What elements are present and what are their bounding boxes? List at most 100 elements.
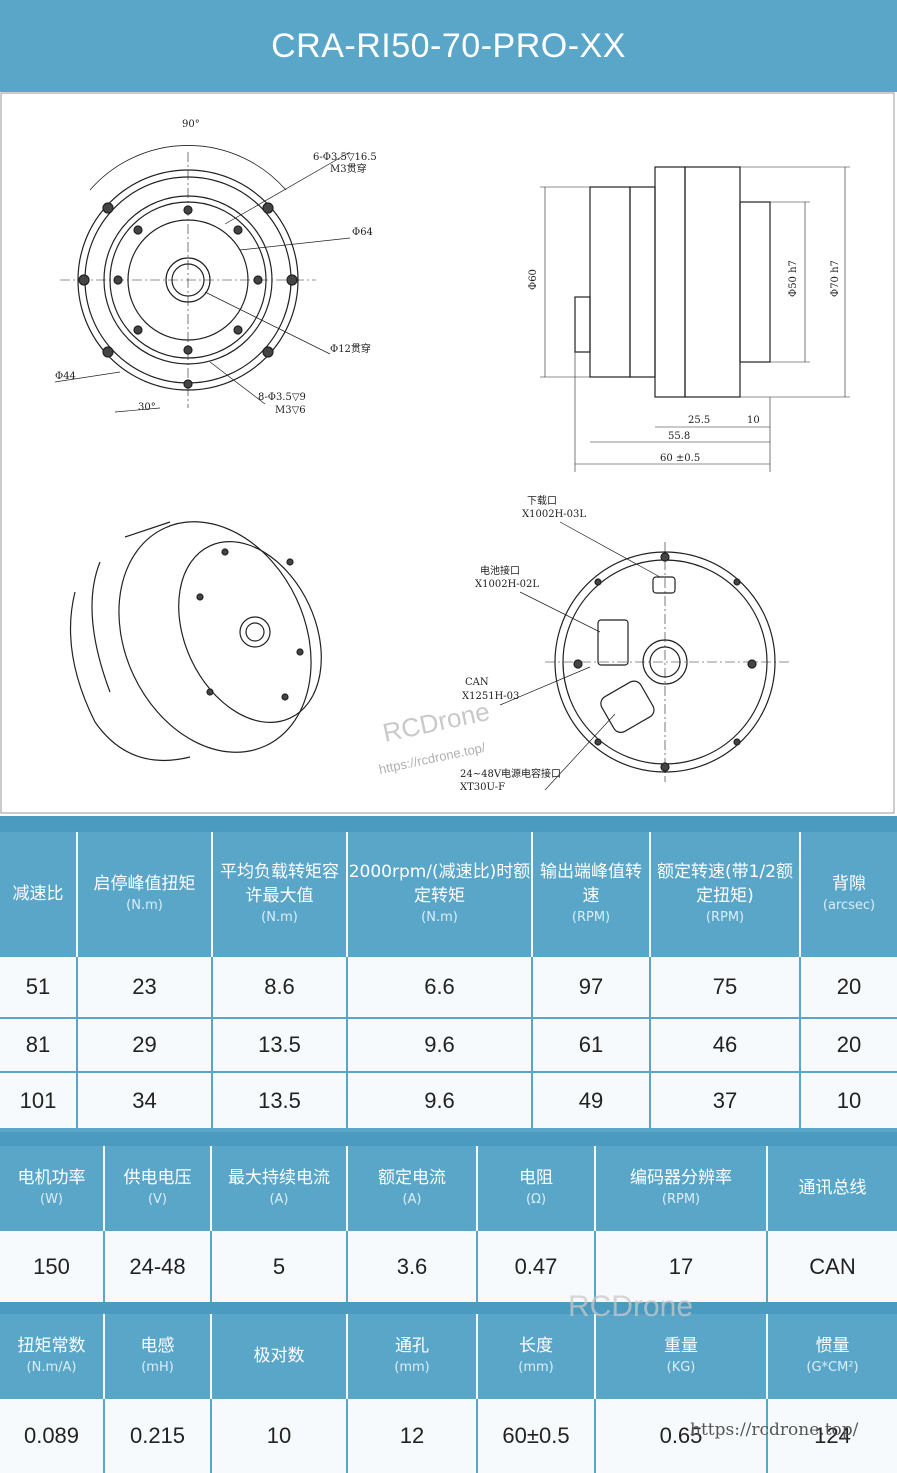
watermark-name: RCDrone — [380, 696, 492, 748]
table-cell: 124 — [767, 1397, 897, 1473]
can-part-label: X1251H-03 — [462, 691, 519, 702]
table-cell: 0.65 — [595, 1397, 768, 1473]
table-cell: 34 — [77, 1071, 213, 1128]
header-cell: 额定电流(A) — [347, 1146, 478, 1230]
table-cell: 12 — [347, 1397, 478, 1473]
table-cell: 0.089 — [0, 1397, 105, 1473]
header-cell: 电感(mH) — [104, 1314, 212, 1398]
page-title: CRA-RI50-70-PRO-XX — [0, 0, 897, 92]
table-cell: 10 — [211, 1397, 348, 1473]
header-cell: 额定转速(带1/2额定扭矩)(RPM) — [650, 832, 801, 956]
motor-spec-table: 电机功率(W) 供电电压(V) 最大持续电流(A) 额定电流(A) 电阻(Ω) … — [0, 1146, 897, 1302]
header-cell: 扭矩常数(N.m/A) — [0, 1314, 105, 1398]
table-cell: 51 — [0, 955, 78, 1018]
header-cell: 编码器分辨率(RPM) — [595, 1146, 768, 1230]
table-cell: 97 — [532, 955, 651, 1018]
dim-60-label: 60 ±0.5 — [660, 453, 700, 464]
dim-55-label: 55.8 — [668, 431, 690, 442]
dia-12-label: Φ12贯穿 — [330, 342, 371, 355]
table-cell: 81 — [0, 1017, 78, 1072]
holes-bottom-sub-label: M3▽6 — [275, 405, 306, 416]
table-header-row: 扭矩常数(N.m/A) 电感(mH) 极对数 通孔(mm) 长度(mm) 重量(… — [0, 1314, 897, 1398]
table-cell: 9.6 — [347, 1071, 533, 1128]
isometric-view — [69, 521, 322, 761]
header-cell: 电机功率(W) — [0, 1146, 105, 1230]
table-cell: 49 — [532, 1071, 651, 1128]
header-cell: 输出端峰值转速(RPM) — [532, 832, 651, 956]
table-cell: 17 — [595, 1229, 768, 1302]
front-view — [54, 145, 351, 413]
table-cell: 23 — [77, 955, 213, 1018]
header-cell: 极对数 — [211, 1314, 348, 1398]
angle-90-label: 90° — [182, 119, 200, 130]
header-cell: 背隙(arcsec) — [800, 832, 897, 956]
table-cell: 150 — [0, 1229, 105, 1302]
footer-watermark-name: RCDrone — [568, 1290, 694, 1323]
header-cell: 减速比 — [0, 832, 78, 956]
header-cell: 惯量(G*CM²) — [767, 1314, 897, 1398]
table-cell: 9.6 — [347, 1017, 533, 1072]
table-cell: 29 — [77, 1017, 213, 1072]
dim-25-label: 25.5 — [688, 415, 710, 426]
header-cell: 电阻(Ω) — [477, 1146, 596, 1230]
table-cell: 13.5 — [212, 1017, 348, 1072]
table-cell: 61 — [532, 1017, 651, 1072]
table-cell: 0.47 — [477, 1229, 596, 1302]
holes-top-label: 6-Φ3.5▽16.5 — [313, 152, 377, 163]
header-cell: 供电电压(V) — [104, 1146, 212, 1230]
gearbox-spec-table: 减速比 启停峰值扭矩(N.m) 平均负载转矩容许最大值(N.m) 2000rpm… — [0, 832, 897, 1128]
table-cell: 24-48 — [104, 1229, 212, 1302]
table-cell: CAN — [767, 1229, 897, 1302]
battery-port-label: 电池接口 — [480, 564, 520, 577]
separator-band — [0, 1302, 897, 1314]
table-cell: 8.6 — [212, 955, 348, 1018]
dia-60-label: Φ60 — [528, 269, 539, 290]
table-cell: 20 — [800, 955, 897, 1018]
can-label: CAN — [465, 677, 489, 688]
power-part-label: XT30U-F — [460, 782, 505, 793]
dia-70-label: Φ70 h7 — [830, 260, 841, 297]
table-cell: 20 — [800, 1017, 897, 1072]
power-port-label: 24~48V电源电容接口 — [460, 767, 561, 780]
header-cell: 最大持续电流(A) — [211, 1146, 348, 1230]
table-cell: 13.5 — [212, 1071, 348, 1128]
drawing-svg: 90° 6-Φ3.5▽16.5 M3贯穿 Φ64 Φ12贯穿 Φ44 30° 8… — [0, 92, 895, 814]
header-cell: 通讯总线 — [767, 1146, 897, 1230]
separator-band — [0, 1132, 897, 1146]
angle-30-label: 30° — [138, 402, 156, 413]
header-cell: 通孔(mm) — [347, 1314, 478, 1398]
table-cell: 37 — [650, 1071, 801, 1128]
table-cell: 60±0.5 — [477, 1397, 596, 1473]
side-view — [540, 166, 850, 472]
table-cell: 5 — [211, 1229, 348, 1302]
dia-44-label: Φ44 — [55, 371, 76, 382]
separator-band — [0, 816, 897, 832]
footer-watermark-url: https://rcdrone.top/ — [690, 1420, 859, 1440]
holes-bottom-label: 8-Φ3.5▽9 — [258, 392, 306, 403]
table-header-row: 电机功率(W) 供电电压(V) 最大持续电流(A) 额定电流(A) 电阻(Ω) … — [0, 1146, 897, 1230]
holes-top-sub-label: M3贯穿 — [330, 162, 367, 175]
header-cell: 重量(KG) — [595, 1314, 768, 1398]
table-cell: 0.215 — [104, 1397, 212, 1473]
header-cell: 2000rpm/(减速比)时额定转矩(N.m) — [347, 832, 533, 956]
table-header-row: 减速比 启停峰值扭矩(N.m) 平均负载转矩容许最大值(N.m) 2000rpm… — [0, 832, 897, 956]
download-part-label: X1002H-03L — [522, 509, 586, 520]
table-cell: 6.6 — [347, 955, 533, 1018]
table-cell: 75 — [650, 955, 801, 1018]
dia-64-label: Φ64 — [352, 227, 373, 238]
electrical-spec-table: 扭矩常数(N.m/A) 电感(mH) 极对数 通孔(mm) 长度(mm) 重量(… — [0, 1314, 897, 1473]
header-cell: 平均负载转矩容许最大值(N.m) — [212, 832, 348, 956]
table-cell: 46 — [650, 1017, 801, 1072]
table-cell: 10 — [800, 1071, 897, 1128]
battery-part-label: X1002H-02L — [475, 579, 539, 590]
technical-drawing: 90° 6-Φ3.5▽16.5 M3贯穿 Φ64 Φ12贯穿 Φ44 30° 8… — [0, 92, 897, 816]
table-cell: 101 — [0, 1071, 78, 1128]
download-port-label: 下载口 — [527, 495, 557, 507]
dim-10-label: 10 — [747, 415, 760, 426]
header-cell: 长度(mm) — [477, 1314, 596, 1398]
